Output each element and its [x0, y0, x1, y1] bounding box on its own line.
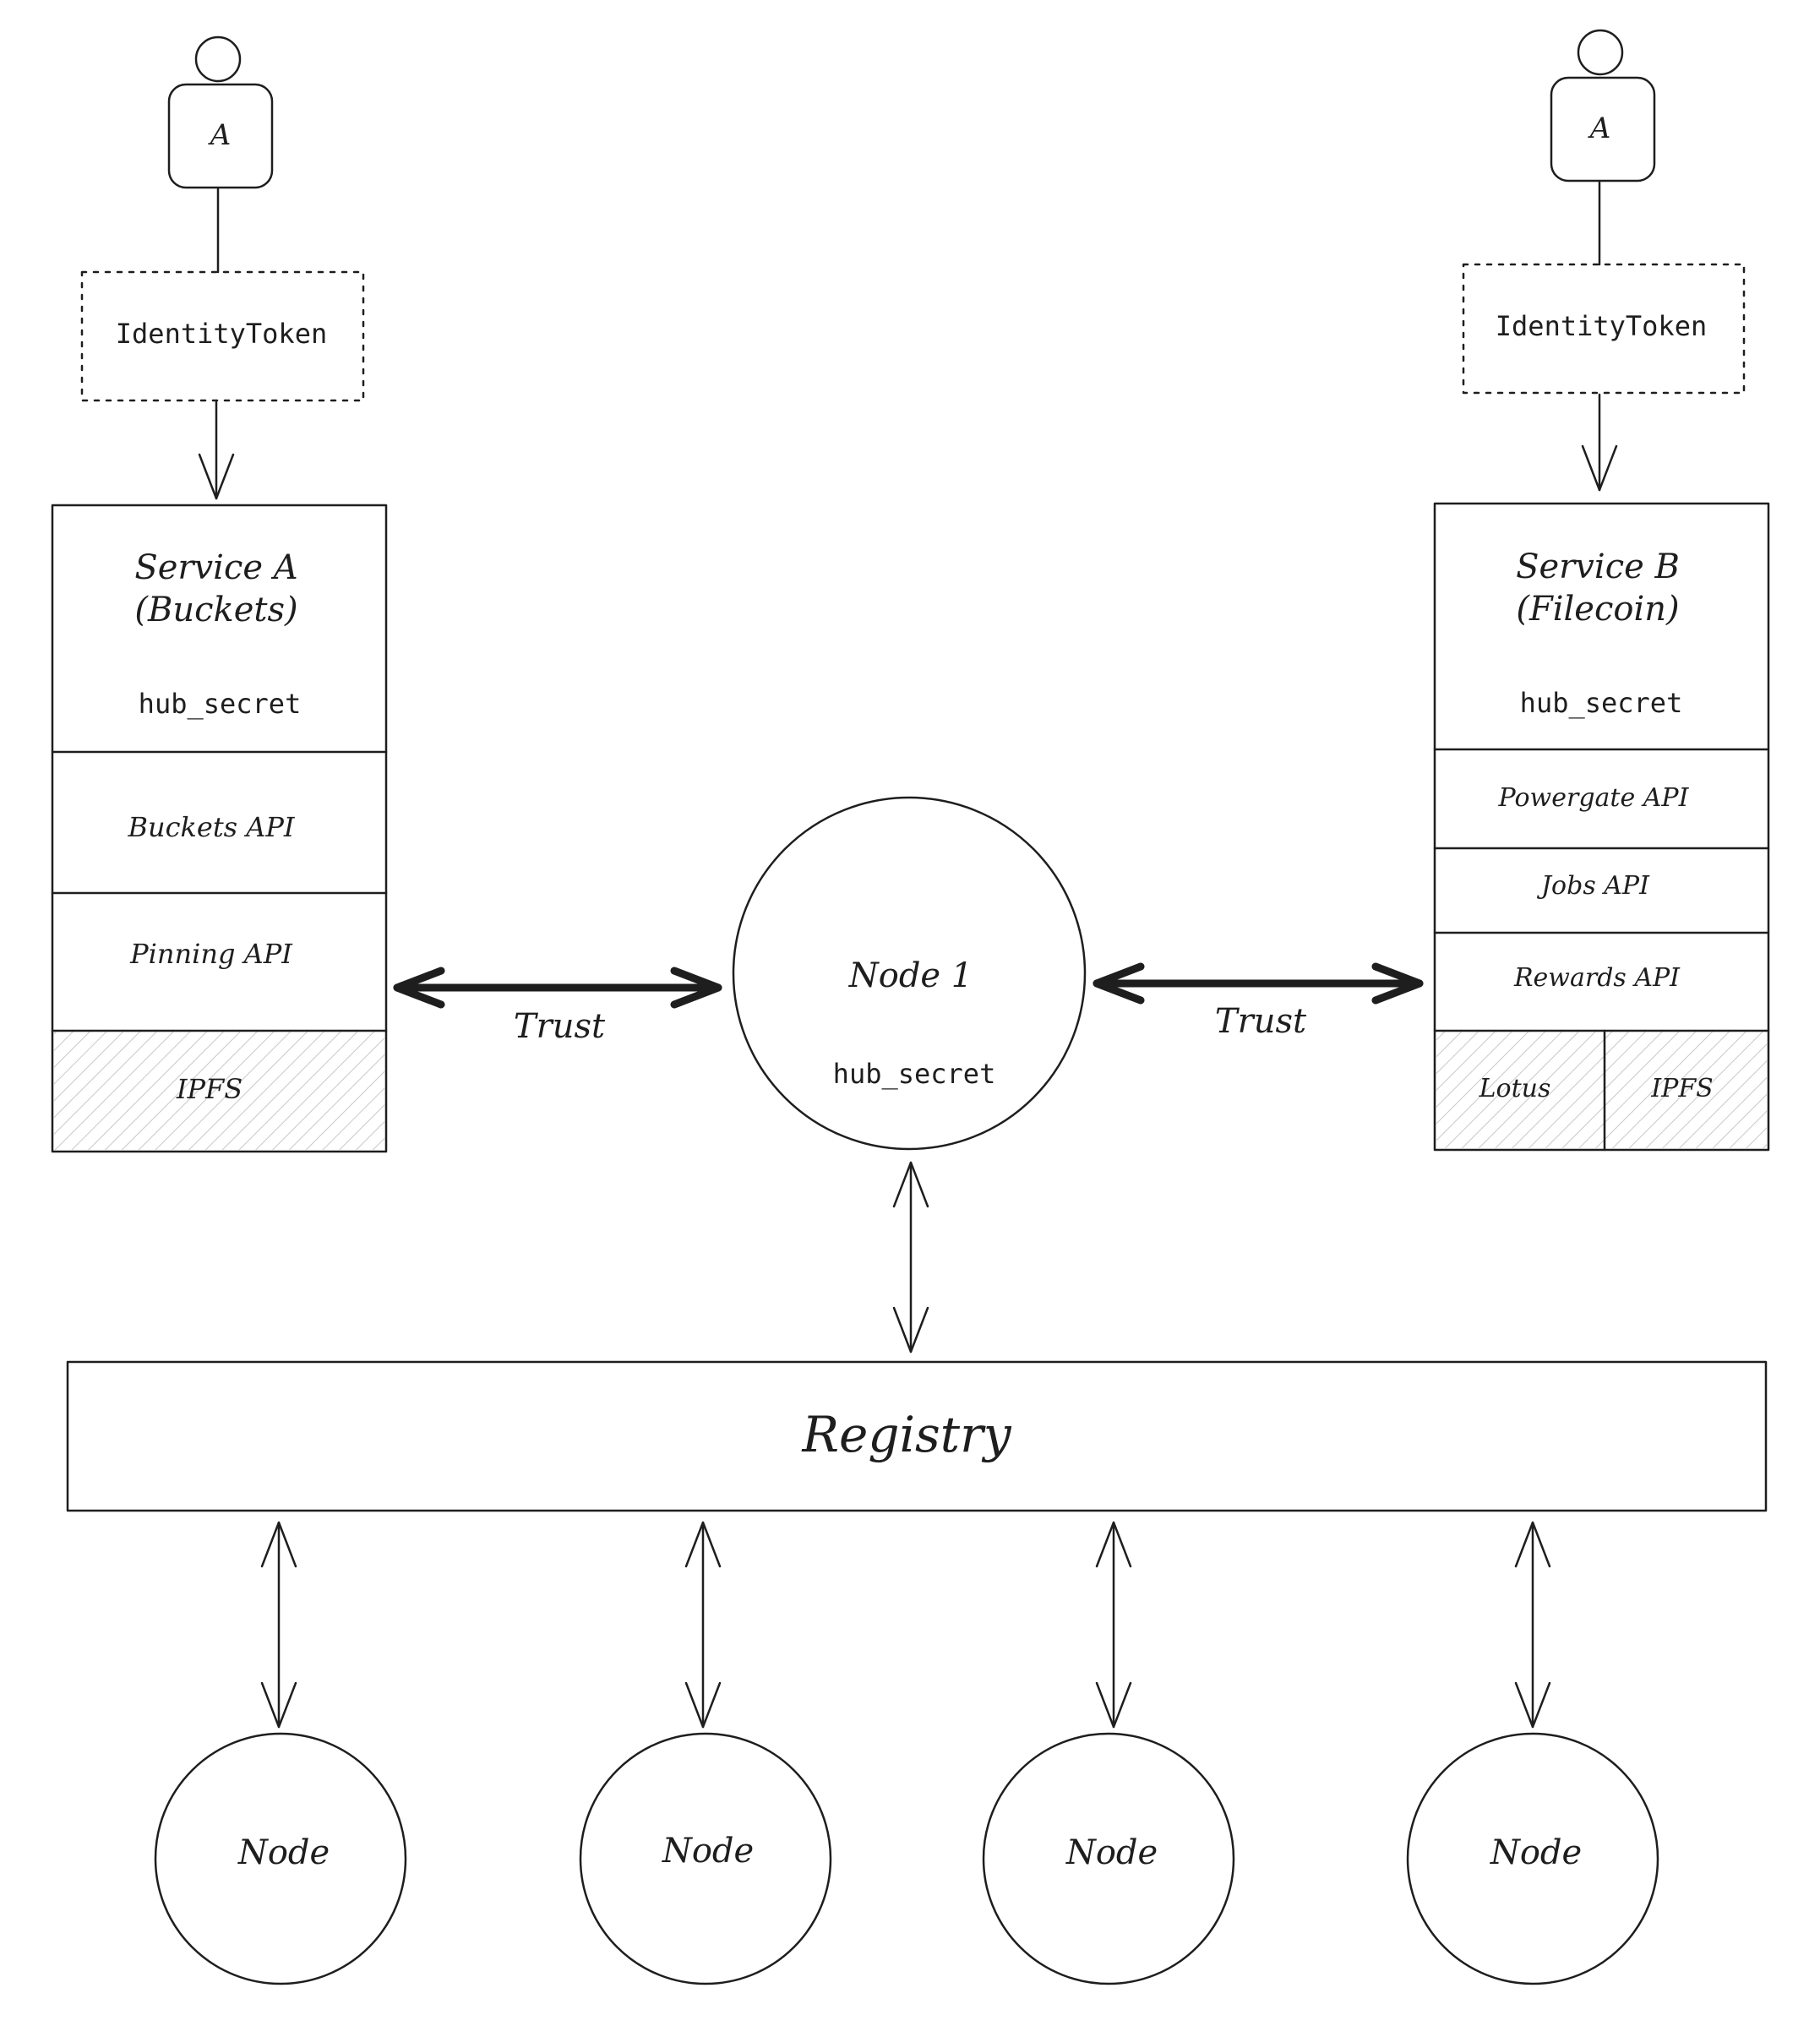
identity-token-box — [80, 270, 365, 402]
token-to-service-b-arrow — [1581, 393, 1618, 492]
service-a-subtitle: (Buckets) — [134, 591, 297, 629]
service-b-api-jobs: Jobs API — [1536, 871, 1650, 901]
registry-node-arrow — [1095, 1521, 1132, 1729]
service-b-storage-lotus: Lotus — [1479, 1074, 1551, 1103]
node-circle-1: Node — [154, 1732, 407, 1985]
service-a-api-pinning: Pinning API — [129, 938, 293, 970]
identity-token-right: IdentityToken — [1462, 263, 1746, 395]
service-a-title: Service A — [134, 548, 297, 587]
node-circle — [154, 1732, 407, 1985]
registry-box: Registry — [66, 1360, 1768, 1512]
node-1-secret: hub_secret — [833, 1058, 996, 1090]
service-b-api-powergate: Powergate API — [1498, 783, 1690, 813]
trust-arrow-left — [393, 967, 722, 1009]
actor-head — [194, 35, 242, 83]
actor-a-left: A — [167, 35, 274, 189]
node-circle-4: Node — [1406, 1732, 1659, 1985]
registry-node-arrow — [1514, 1521, 1551, 1729]
node-circle — [982, 1732, 1235, 1985]
node-label: Node — [662, 1832, 754, 1871]
registry-node-arrow — [260, 1521, 297, 1729]
service-a-box: Service A (Buckets) hub_secret Buckets A… — [51, 504, 388, 1153]
node-1-label: Node 1 — [848, 956, 973, 995]
node1-registry-arrow — [892, 1161, 929, 1353]
node-label: Node — [1065, 1833, 1158, 1872]
service-b-outline — [1433, 502, 1770, 1152]
actor-label: A — [208, 118, 232, 152]
node-1: Node 1 hub_secret — [732, 796, 1087, 1151]
service-a-secret: hub_secret — [139, 688, 302, 720]
actor-body — [167, 83, 274, 189]
node-label: Node — [1490, 1833, 1582, 1872]
registry-outline — [66, 1360, 1768, 1512]
service-b-api-rewards: Rewards API — [1513, 963, 1681, 993]
node-label: Node — [237, 1833, 330, 1872]
service-b-storage-ipfs: IPFS — [1650, 1074, 1713, 1103]
service-b-subtitle: (Filecoin) — [1516, 590, 1679, 629]
service-a-ipfs-hatch — [54, 1031, 384, 1150]
service-a-api-buckets: Buckets API — [127, 811, 295, 843]
service-a-storage-ipfs: IPFS — [176, 1073, 242, 1105]
node-circle — [1406, 1732, 1659, 1985]
service-b-box: Service B (Filecoin) hub_secret Powergat… — [1433, 502, 1770, 1152]
trust-arrow-right — [1093, 962, 1424, 1005]
node-circle-2: Node — [579, 1732, 832, 1985]
actor-label: A — [1588, 112, 1611, 145]
actor-head — [1577, 29, 1624, 76]
registry-label: Registry — [801, 1406, 1011, 1463]
token-to-service-a-arrow — [198, 400, 235, 500]
identity-token-left: IdentityToken — [80, 270, 365, 402]
trust-label-right: Trust — [1215, 1002, 1307, 1041]
service-a-outline — [51, 504, 388, 1153]
identity-token-box — [1462, 263, 1746, 395]
node-circle — [579, 1732, 832, 1985]
service-b-secret: hub_secret — [1520, 687, 1683, 719]
trust-label-left: Trust — [514, 1007, 606, 1046]
service-b-storage-hatch — [1436, 1031, 1767, 1148]
actor-a-right: A — [1550, 29, 1656, 182]
actor-body — [1550, 76, 1656, 182]
node-1-circle — [732, 796, 1087, 1151]
identity-token-label: IdentityToken — [1496, 310, 1707, 342]
node-circle-3: Node — [982, 1732, 1235, 1985]
service-b-title: Service B — [1516, 547, 1680, 586]
registry-node-arrow — [684, 1521, 722, 1729]
identity-token-label: IdentityToken — [116, 318, 327, 350]
